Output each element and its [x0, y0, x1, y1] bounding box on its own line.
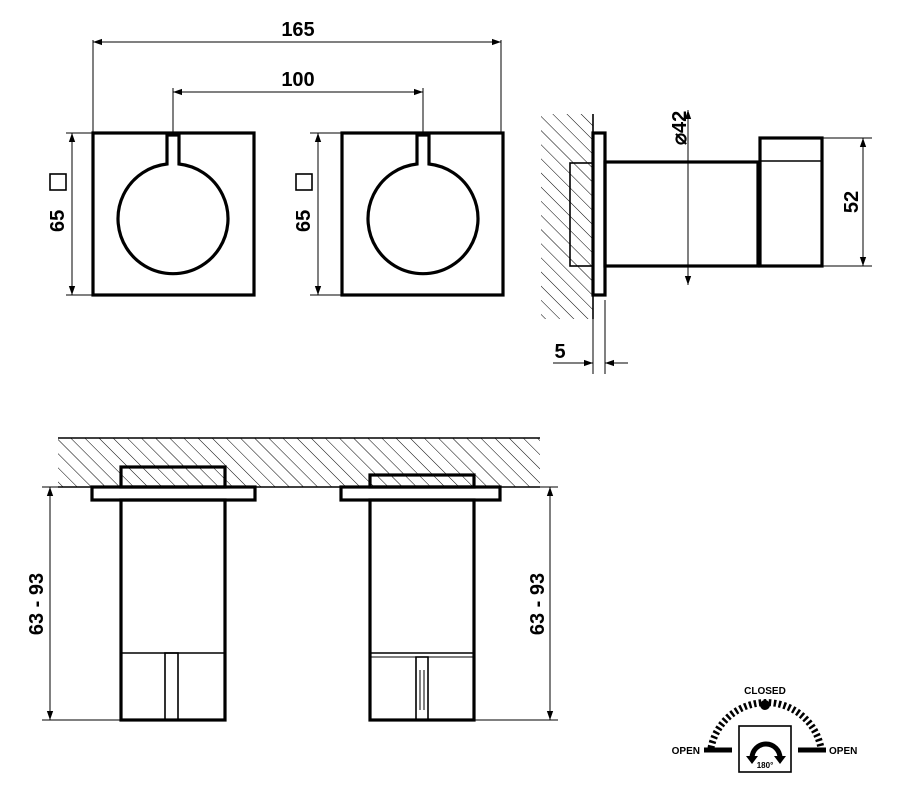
wall-top-section	[58, 438, 540, 487]
overall-width-label: 165	[281, 19, 314, 41]
right-unit	[339, 473, 502, 722]
left-unit	[90, 465, 257, 722]
left-plate	[91, 131, 256, 297]
rotation-arc	[707, 699, 825, 749]
center-distance-label: 100	[281, 69, 314, 91]
right-plate-size-label: 65	[293, 210, 315, 232]
top-view: 63 - 93 63 - 93	[26, 437, 558, 722]
right-depth-label: 63 - 93	[527, 573, 549, 635]
open-right-label: OPEN	[829, 746, 857, 757]
diameter-label: ⌀42	[669, 111, 691, 145]
angle-label: 180°	[757, 761, 774, 770]
wall-section	[541, 114, 593, 319]
plate-thickness-label: 5	[554, 341, 565, 363]
side-view: ⌀42 52 5	[541, 110, 872, 374]
right-plate	[340, 131, 505, 297]
closed-label: CLOSED	[744, 686, 786, 697]
rotation-diagram: CLOSED OPEN OPEN 180°	[672, 686, 857, 773]
square-symbol-icon	[49, 173, 67, 191]
front-view: 165 100 65 65	[47, 19, 505, 297]
square-symbol-icon	[295, 173, 313, 191]
height-label: 52	[841, 191, 863, 213]
rotate-arrow-icon	[746, 741, 786, 764]
open-left-label: OPEN	[672, 746, 700, 757]
rotation-box	[738, 725, 792, 773]
left-depth-label: 63 - 93	[26, 573, 48, 635]
left-plate-size-label: 65	[47, 210, 69, 232]
